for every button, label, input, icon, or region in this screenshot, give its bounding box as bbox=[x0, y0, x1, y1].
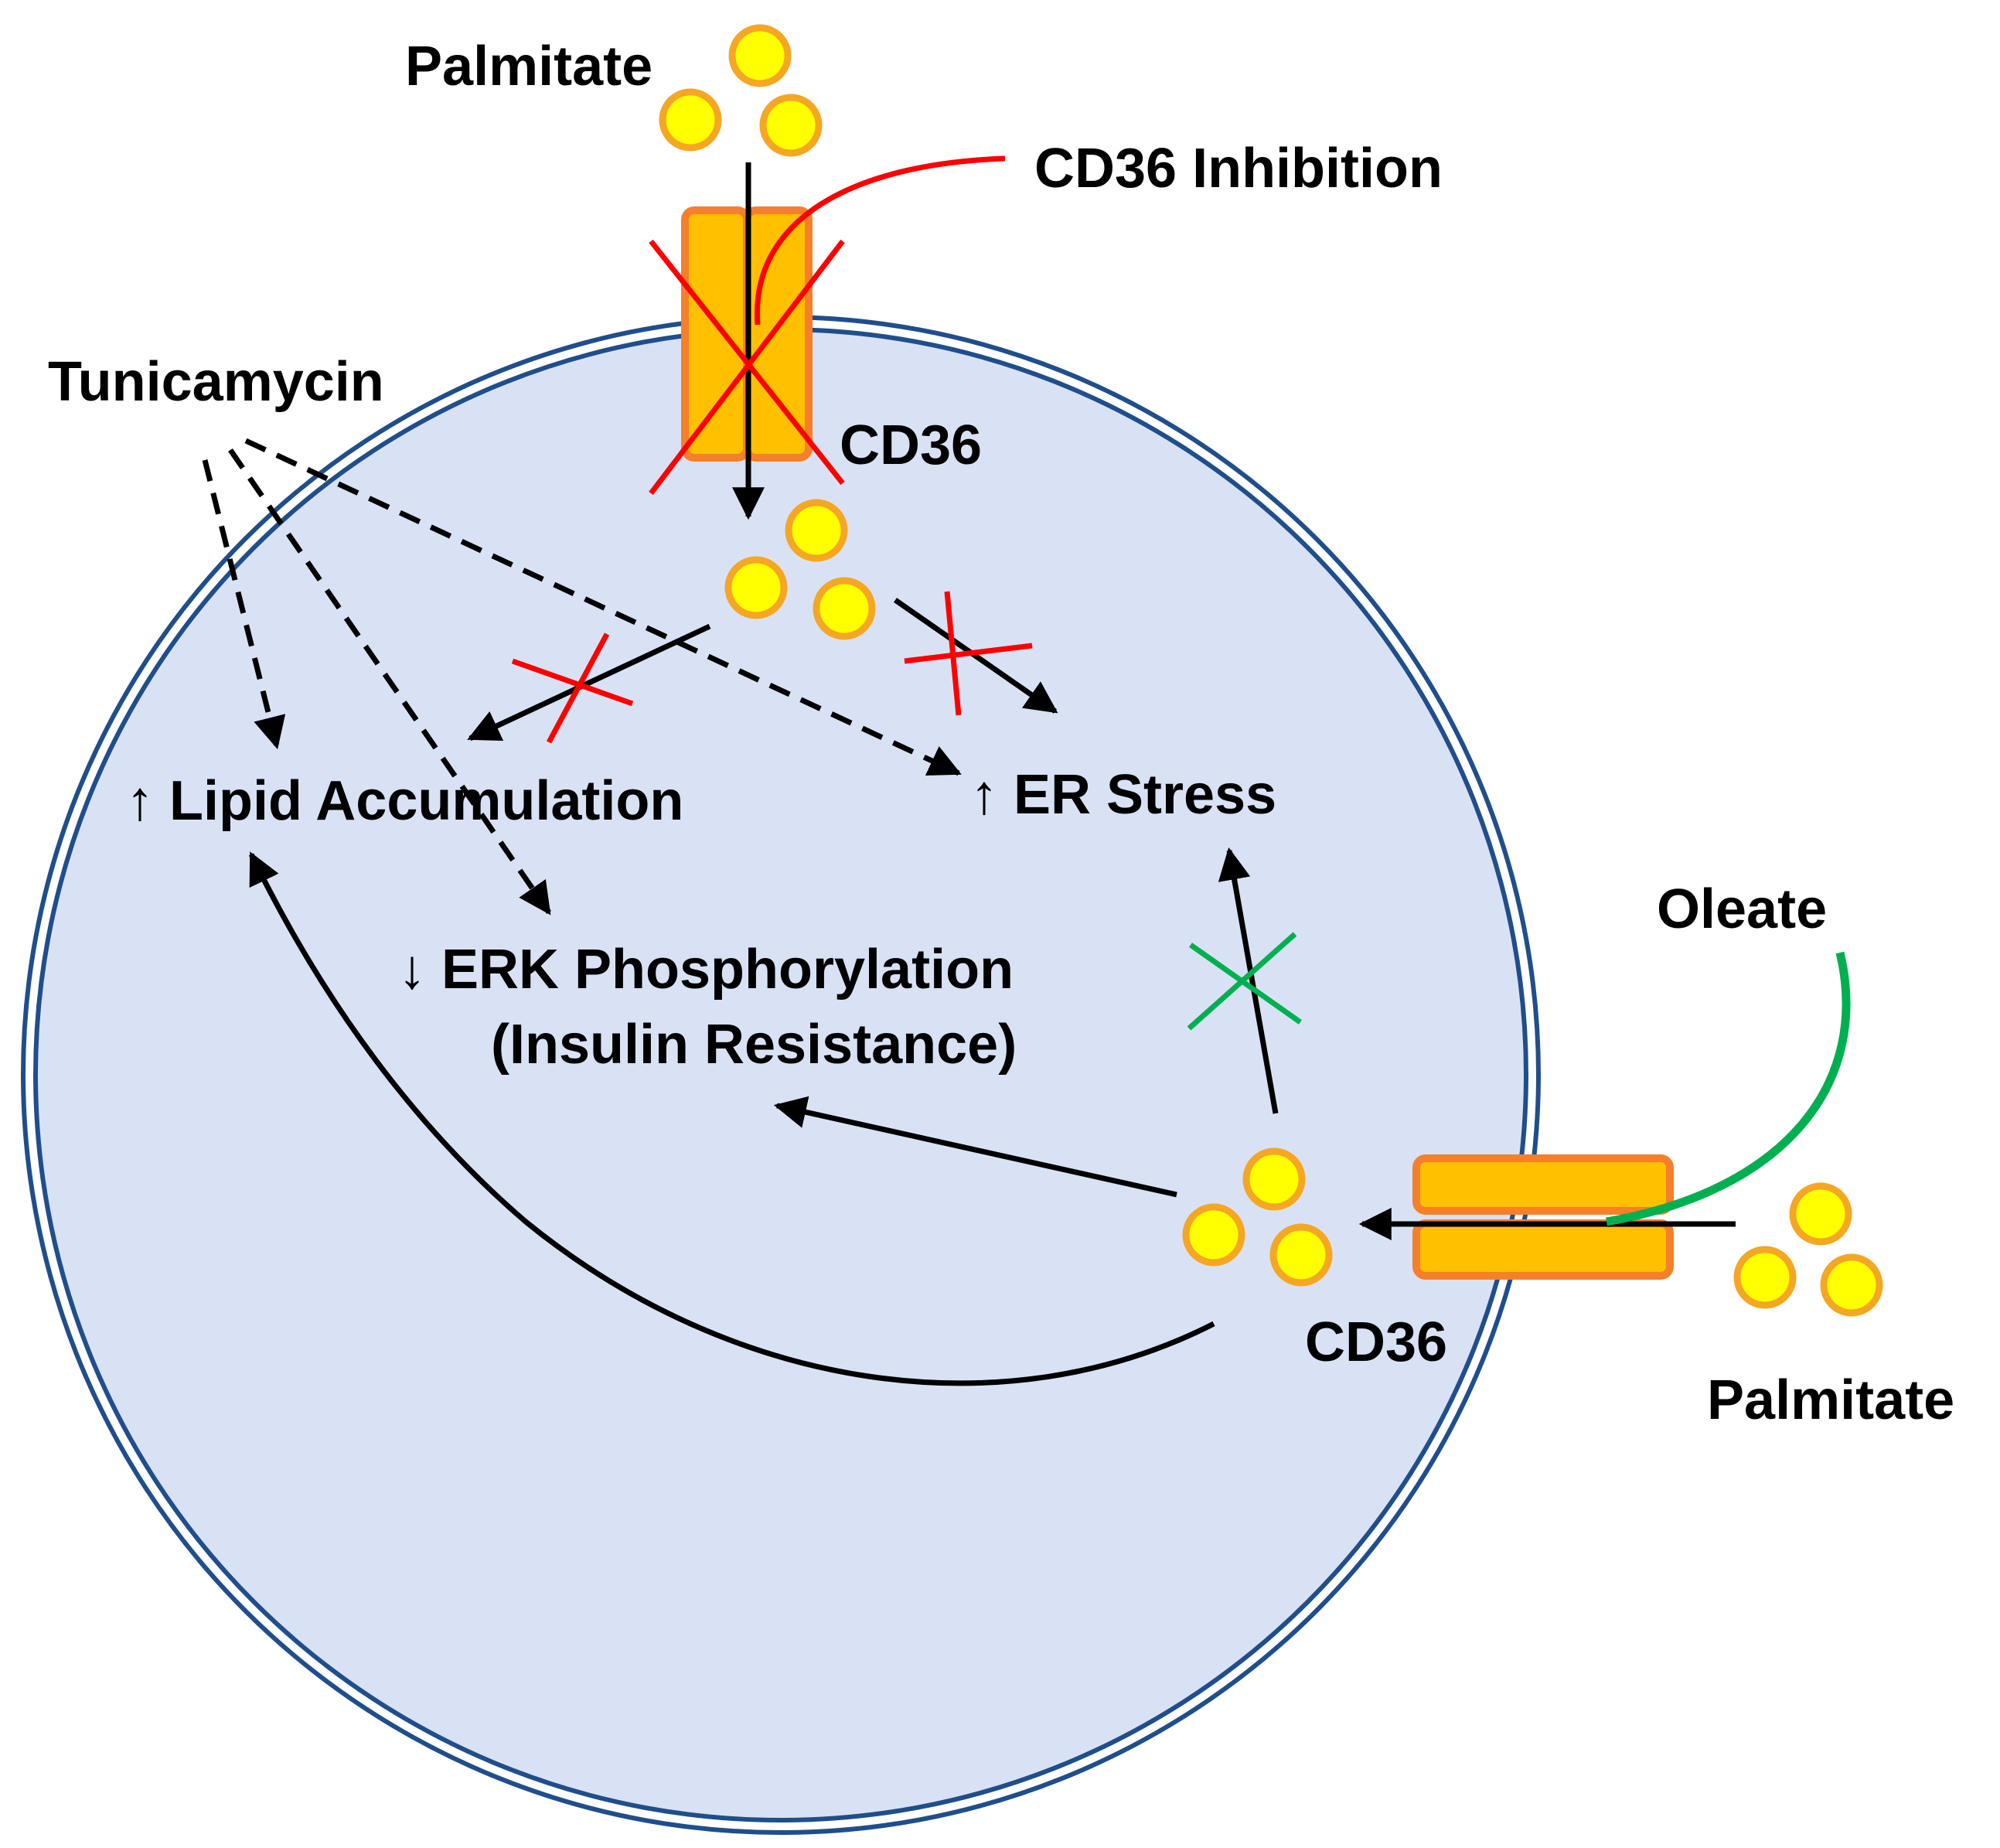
insulin-resistance-label: (Insulin Resistance) bbox=[491, 1014, 1017, 1076]
er-stress-label: ↑ ER Stress bbox=[970, 764, 1276, 826]
cd36-blocked-x bbox=[649, 239, 845, 496]
palmitate-molecules-bottom bbox=[1733, 1182, 1883, 1317]
arrow-to-lipid-from-bottom bbox=[248, 851, 1215, 1386]
cd36-transporter-bottom bbox=[1412, 1154, 1674, 1280]
oleate-line bbox=[1606, 951, 1851, 1226]
palmitate-molecules-internal-bottom bbox=[1182, 1147, 1333, 1287]
cd36-inhibition-label: CD36 Inhibition bbox=[1034, 138, 1443, 199]
cd36-label-bottom: CD36 bbox=[1305, 1311, 1447, 1373]
arrow-to-erk-from-bottom bbox=[773, 1096, 1177, 1198]
red-x-er-stress-path bbox=[904, 591, 1033, 716]
palmitate-molecules-internal-top bbox=[724, 499, 876, 640]
oleate-label: Oleate bbox=[1657, 878, 1827, 940]
lipid-accumulation-label: ↑ Lipid Accumulation bbox=[126, 770, 683, 832]
cd36-inhibition-line bbox=[754, 155, 1006, 326]
tunicamycin-label: Tunicamycin bbox=[48, 351, 384, 413]
red-x-lipid-path bbox=[511, 632, 634, 744]
cd36-label-top: CD36 bbox=[840, 414, 982, 476]
tunicamycin-effects bbox=[202, 438, 962, 915]
arrow-to-er-stress-blocked bbox=[894, 598, 1058, 714]
palmitate-molecules-top bbox=[659, 24, 823, 157]
arrow-to-lipid-accumulation-blocked bbox=[467, 623, 711, 742]
arrow-to-er-stress-from-bottom bbox=[1218, 847, 1279, 1114]
palmitate-label-bottom: Palmitate bbox=[1707, 1369, 1954, 1431]
green-x-er-stress-path bbox=[1187, 932, 1303, 1031]
palmitate-label-top: Palmitate bbox=[405, 36, 652, 97]
erk-phosphorylation-label: ↓ ERK Phosphorylation bbox=[398, 939, 1014, 1001]
